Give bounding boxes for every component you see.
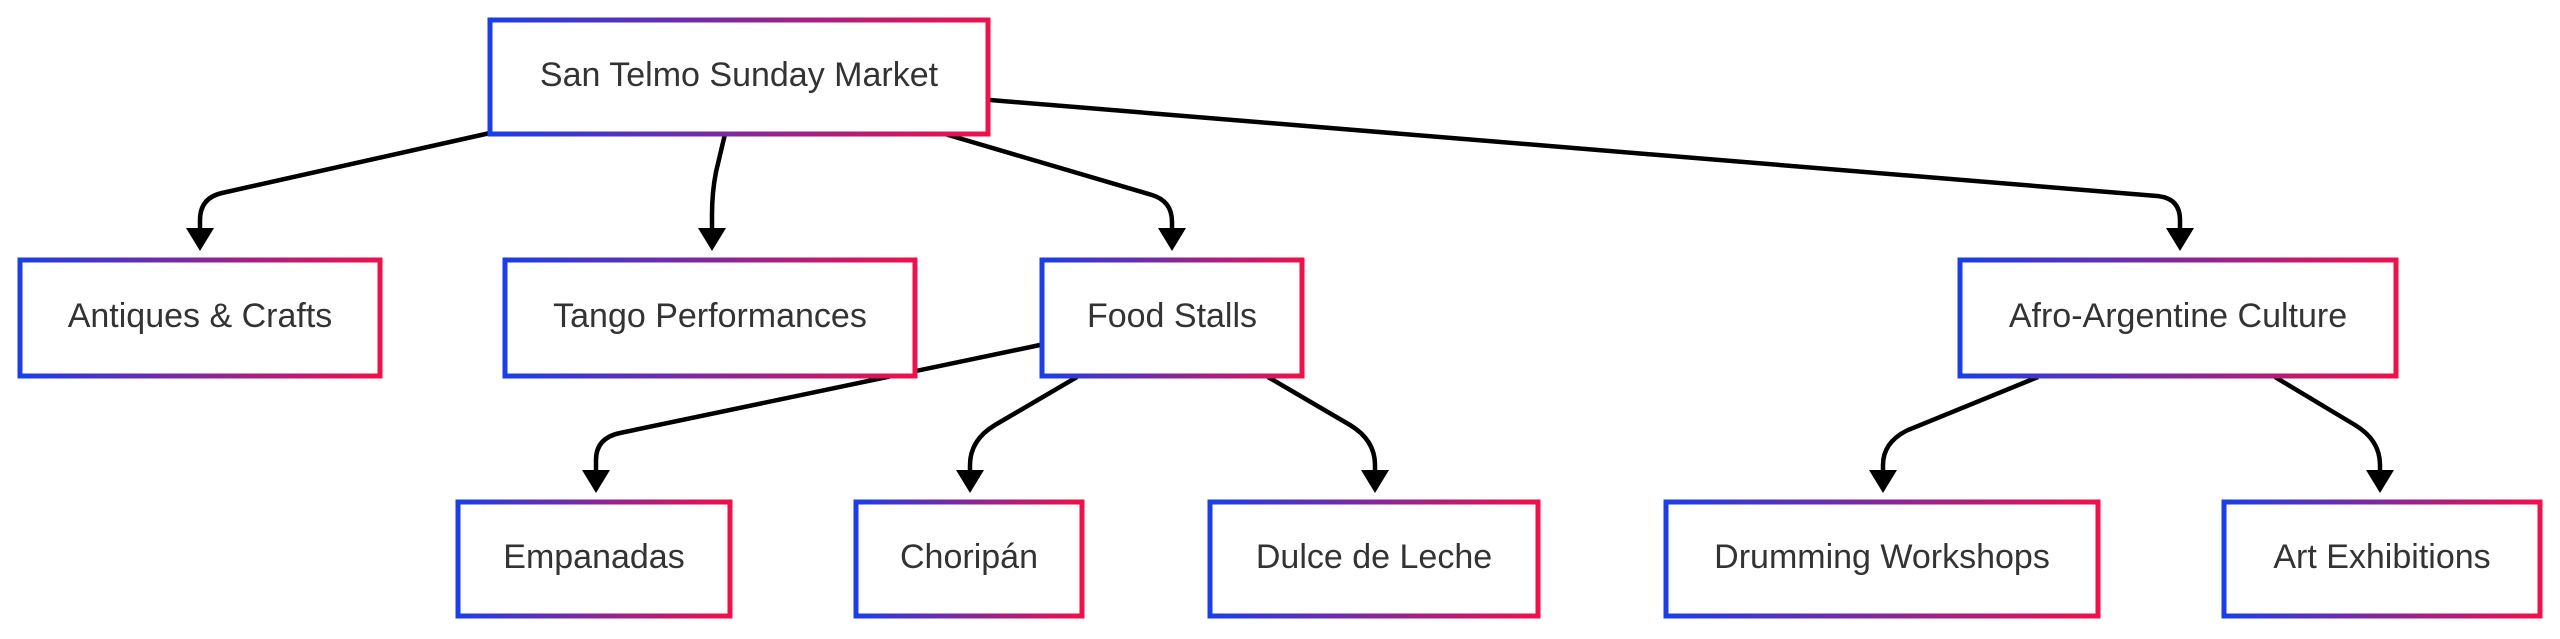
edges-layer bbox=[186, 97, 2394, 493]
node-drumming-workshops[interactable]: Drumming Workshops bbox=[1663, 499, 2101, 619]
arrowhead-afro-argentine-culture bbox=[2166, 228, 2194, 251]
edge-food-stalls-to-empanadas bbox=[593, 342, 1041, 482]
node-box bbox=[502, 257, 918, 379]
node-box bbox=[1957, 257, 2399, 379]
arrowhead-tango-performances bbox=[698, 228, 726, 251]
node-label: Food Stalls bbox=[1087, 297, 1257, 335]
arrowhead-antiques-crafts bbox=[186, 228, 214, 251]
node-label: Empanadas bbox=[503, 538, 684, 576]
node-afro-argentine-culture[interactable]: Afro-Argentine Culture bbox=[1957, 257, 2399, 379]
arrowhead-drumming-workshops bbox=[1869, 470, 1897, 493]
node-box bbox=[2221, 499, 2543, 619]
edge-food-stalls-to-dulce-de-leche bbox=[1266, 375, 1378, 482]
arrowhead-art-exhibitions bbox=[2366, 470, 2394, 493]
node-box bbox=[17, 257, 383, 379]
arrowhead-dulce-de-leche bbox=[1361, 470, 1389, 493]
node-box bbox=[1039, 257, 1305, 379]
node-tango-performances[interactable]: Tango Performances bbox=[502, 257, 918, 379]
node-dulce-de-leche[interactable]: Dulce de Leche bbox=[1207, 499, 1541, 619]
node-empanadas[interactable]: Empanadas bbox=[455, 499, 733, 619]
arrowhead-food-stalls bbox=[1158, 228, 1186, 251]
node-label: Drumming Workshops bbox=[1714, 538, 2050, 576]
node-box bbox=[853, 499, 1085, 619]
edge-food-stalls-to-choripan bbox=[967, 375, 1079, 482]
node-label: Choripán bbox=[900, 538, 1038, 576]
edge-afro-argentine-to-art-exhibitions bbox=[2273, 375, 2383, 482]
node-label: Afro-Argentine Culture bbox=[2009, 297, 2347, 335]
arrowhead-choripan bbox=[956, 470, 984, 493]
edge-market-to-afro-argentine-culture bbox=[989, 97, 2183, 240]
node-label: Art Exhibitions bbox=[2273, 538, 2490, 576]
node-label: Dulce de Leche bbox=[1256, 538, 1492, 576]
node-label: Antiques & Crafts bbox=[68, 297, 333, 335]
edge-market-to-food-stalls bbox=[944, 131, 1175, 240]
edge-market-to-tango-performances bbox=[709, 133, 728, 240]
edge-market-to-antiques-crafts bbox=[197, 130, 491, 246]
node-label: San Telmo Sunday Market bbox=[540, 56, 939, 94]
node-box bbox=[455, 499, 733, 619]
node-box bbox=[1207, 499, 1541, 619]
edge-afro-argentine-to-drumming-workshops bbox=[1880, 374, 2039, 482]
arrowhead-empanadas bbox=[582, 470, 610, 493]
nodes-layer: San Telmo Sunday Market Antiques & Craft… bbox=[17, 17, 2543, 619]
node-art-exhibitions[interactable]: Art Exhibitions bbox=[2221, 499, 2543, 619]
node-box bbox=[1663, 499, 2101, 619]
node-choripan[interactable]: Choripán bbox=[853, 499, 1085, 619]
node-box bbox=[487, 17, 991, 137]
node-food-stalls[interactable]: Food Stalls bbox=[1039, 257, 1305, 379]
node-label: Tango Performances bbox=[553, 297, 867, 335]
node-san-telmo-sunday-market[interactable]: San Telmo Sunday Market bbox=[487, 17, 991, 137]
node-antiques-crafts[interactable]: Antiques & Crafts bbox=[17, 257, 383, 379]
